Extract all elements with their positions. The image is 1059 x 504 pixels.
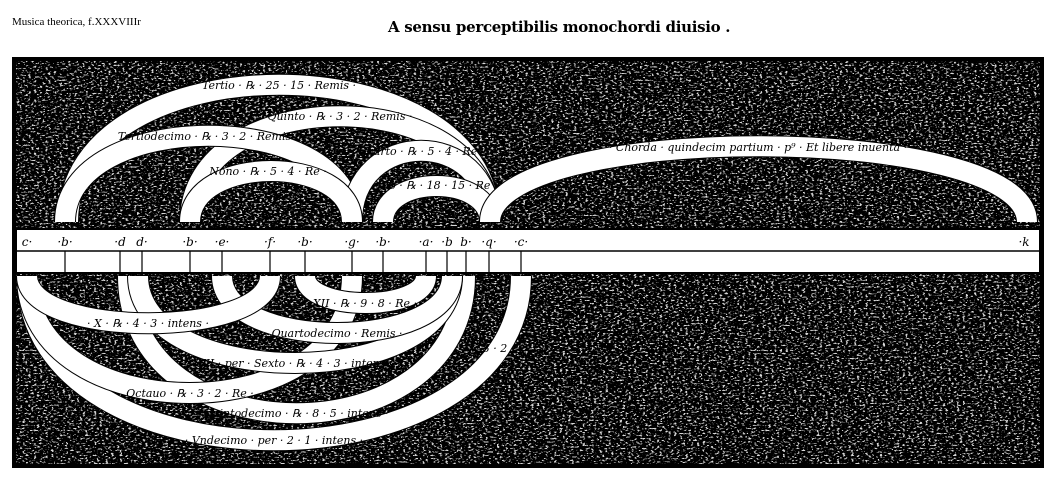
note-letter: d· — [136, 235, 148, 249]
arc-label-sexto: · 3 · 2 · — [476, 342, 514, 355]
arc-label-decimo: · X · ℞ · 4 · 3 · intens · — [87, 317, 209, 330]
arc-label-duodecimo: XII · ℞ · 9 · 8 · Re · — [312, 297, 417, 310]
monochord-string: c· ·b· ·d d· ·b· ·e· ·f· ·b· ·g· ·b· ·a· ·b b· ·q· ·c·… — [15, 228, 1041, 274]
note-letter: ·b — [441, 235, 453, 249]
arc-label-septimo: VII · per · Sexto · ℞ · 4 · 3 · intens · — [198, 357, 393, 370]
arc-label-quinto: Quinto · ℞ · 3 · 2 · Remis · — [268, 110, 413, 123]
arc-label-quintodecimo: Quintodecimo · ℞ · 8 · 5 · intens · — [203, 407, 388, 420]
arc-label-tertiodecimo: Tertiodecimo · ℞ · 3 · 2 · Remis · — [118, 130, 298, 143]
note-letter: c· — [22, 235, 33, 249]
arc-label-undecimo: · Vndecimo · per · 2 · 1 · intens · — [185, 434, 363, 447]
figure-caption: Musica theorica, f.XXXVIIIr — [12, 16, 141, 28]
note-letter: ·e· — [215, 235, 230, 249]
arc-label-quartodecimo: Quartodecimo · Remis · — [271, 327, 402, 340]
lower-arcs: · Vndecimo · per · 2 · 1 · intens · Quin… — [27, 276, 521, 447]
note-letter: ·k — [1018, 235, 1029, 249]
note-letter: ·f· — [264, 235, 276, 249]
note-letter: ·a· — [419, 235, 434, 249]
note-letter: ·q· — [481, 235, 496, 249]
note-letter: ·b· — [375, 235, 390, 249]
note-letter: ·c· — [514, 235, 528, 249]
note-letter: b· — [460, 235, 472, 249]
arc-label-chorda: · Chorda · quindecim partium · p⁹ · Et l… — [609, 141, 907, 154]
note-letter: ·g· — [344, 235, 359, 249]
arc-label-tertio: Tertio · ℞ · 25 · 15 · Remis · — [202, 79, 356, 92]
arc-label-quarto: Quarto · ℞ · 5 · 4 · Re · — [358, 145, 485, 158]
note-letter: ·b· — [57, 235, 72, 249]
note-letter: ·d — [114, 235, 126, 249]
note-letter: ·b· — [182, 235, 197, 249]
arc-label-secundo: ·do · ℞ · 18 · 15 · Re · — [379, 179, 498, 192]
upper-arcs: Tertio · ℞ · 25 · 15 · Remis · Quinto · … — [65, 79, 1027, 222]
arc-label-octauo: Octauo · ℞ · 3 · 2 · Re · — [126, 387, 253, 400]
arc-label-nono: Nono · ℞ · 5 · 4 · Re · — [208, 165, 327, 178]
note-letter: ·b· — [297, 235, 312, 249]
figure-title: A sensu perceptibilis monochordi diuisio… — [388, 18, 731, 36]
